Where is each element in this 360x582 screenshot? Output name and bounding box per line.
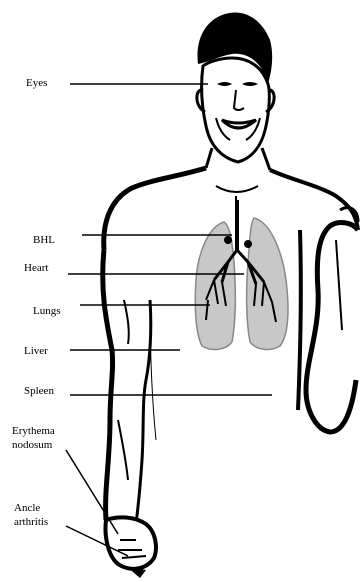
left-arm [103, 250, 113, 520]
left-arm-inner [136, 300, 151, 524]
torso-right-side [298, 230, 301, 410]
right-lung [247, 218, 288, 349]
torso-outline [104, 168, 206, 250]
label-ankle-1: Ancle [14, 502, 40, 514]
left-arm-muscle [124, 300, 129, 344]
label-erythema-1: Erythema [12, 425, 55, 437]
left-arm-muscle-2 [118, 420, 128, 480]
hilar-node-right [244, 240, 252, 248]
collar [216, 186, 258, 192]
label-spleen: Spleen [24, 385, 54, 397]
label-liver: Liver [24, 345, 48, 357]
label-eyes: Eyes [26, 77, 47, 89]
right-arm [306, 223, 358, 432]
label-erythema-2: nodosum [12, 439, 52, 451]
label-ankle-2: arthritis [14, 516, 48, 528]
label-lungs: Lungs [33, 305, 61, 317]
label-bhl: BHL [33, 234, 55, 246]
label-heart: Heart [24, 262, 48, 274]
right-arm-inner [336, 240, 342, 330]
hilar-node-left [224, 236, 232, 244]
